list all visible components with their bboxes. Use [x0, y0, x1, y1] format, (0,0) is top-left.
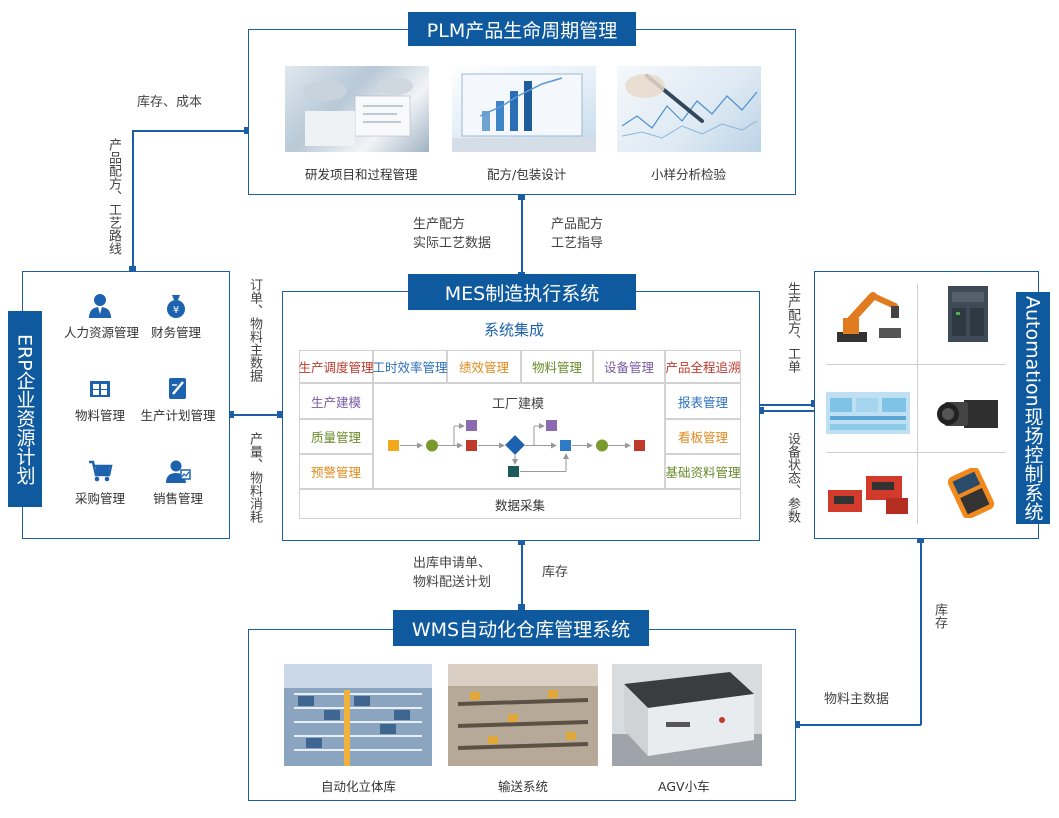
wms-item-label: AGV小车 — [658, 779, 710, 794]
wms-item-label: 输送系统 — [498, 779, 549, 794]
erp-item[interactable]: 销售管理 — [148, 458, 208, 507]
mes-module-material[interactable]: 物料管理 — [521, 350, 593, 383]
documents-hands-illustration — [303, 77, 413, 146]
erp-item-label: 销售管理 — [152, 491, 203, 506]
erp-title: ERP企业资源计划 — [8, 311, 42, 507]
barcode-scanner-image — [828, 476, 908, 514]
pen-graph-illustration — [621, 74, 758, 139]
flow-label-auto-wms-bottom: 物料主数据 — [824, 692, 890, 707]
wms-title: WMS自动化仓库管理系统 — [393, 610, 649, 646]
automated-warehouse-image — [284, 664, 432, 766]
mes-module-kanban[interactable]: 看板管理 — [665, 419, 741, 454]
erp-plm-connector-h — [132, 130, 248, 132]
plm-item-label: 研发项目和过程管理 — [305, 167, 418, 182]
connector-dot — [793, 721, 800, 728]
factory-modeling-title: 工厂建模 — [492, 397, 545, 412]
connector-dot — [129, 266, 136, 273]
robot-arm-image — [837, 292, 901, 342]
user-chart-icon — [166, 460, 191, 483]
erp-item[interactable]: 人力资源管理 — [64, 292, 140, 341]
flow-label-erp-plm-top: 库存、成本 — [137, 95, 203, 110]
erp-item[interactable]: ¥ 财务管理 — [146, 292, 206, 341]
flow-label-plm-mes-left: 生产配方 实际工艺数据 — [413, 217, 492, 251]
laptop-chart-illustration — [452, 73, 596, 152]
pencil-doc-icon — [169, 378, 186, 399]
flow-label-mes-wms-right: 库存 — [542, 565, 569, 580]
connector-dot — [227, 411, 234, 418]
automation-divider-h — [826, 452, 1006, 453]
mes-module-quality[interactable]: 质量管理 — [299, 419, 373, 454]
plm-title: PLM产品生命周期管理 — [408, 12, 636, 46]
flow-label-mes-wms-left: 出库申请单、 物料配送计划 — [413, 556, 492, 590]
flow-label-erp-mes-bottom: 产量、物料消耗 — [247, 432, 262, 523]
mes-module-traceability[interactable]: 产品全程追溯 — [665, 350, 741, 383]
plm-item-label: 配方/包装设计 — [487, 167, 567, 182]
connector-dot — [277, 411, 284, 418]
automation-divider-h — [826, 364, 1006, 365]
flow-label-plm-mes-right: 产品配方 工艺指导 — [551, 217, 604, 251]
plc-module-image — [948, 286, 988, 342]
connector-dot — [757, 407, 764, 414]
flow-label-mes-auto-bottom: 设备状态、参数 — [785, 432, 800, 523]
plm-image-design — [452, 66, 596, 152]
mes-module-equipment[interactable]: 设备管理 — [593, 350, 665, 383]
hmi-screen-image — [826, 392, 910, 434]
industrial-camera-image — [937, 400, 998, 428]
mes-auto-connector-1 — [760, 404, 815, 406]
erp-mes-connector — [230, 414, 282, 416]
flow-label-mes-auto-top: 生产配方、工单 — [785, 282, 800, 373]
auto-wms-connector-h — [797, 724, 921, 726]
handheld-terminal-image — [947, 468, 995, 518]
mes-integration-label: 系统集成 — [484, 321, 545, 339]
automation-title: Automation现场控制系统 — [1016, 292, 1050, 524]
conveyor-system-image — [448, 664, 598, 766]
flow-label-auto-wms-side: 库存 — [932, 603, 947, 629]
wms-item-label: 自动化立体库 — [321, 779, 397, 794]
svg-text:¥: ¥ — [173, 305, 179, 316]
mes-wms-connector — [521, 541, 523, 607]
mes-module-performance[interactable]: 绩效管理 — [447, 350, 521, 383]
mes-module-work-efficiency[interactable]: 工时效率管理 — [373, 350, 448, 383]
plm-image-analysis — [617, 66, 761, 152]
cart-icon — [89, 460, 113, 482]
factory-flow-diagram — [388, 420, 645, 477]
mes-module-scheduling[interactable]: 生产调度管理 — [299, 350, 374, 383]
mes-title: MES制造执行系统 — [408, 274, 636, 310]
plm-mes-connector — [521, 194, 523, 276]
erp-item-label: 人力资源管理 — [64, 325, 140, 340]
connector-dot — [518, 604, 525, 611]
auto-wms-connector-v — [920, 540, 922, 725]
erp-item-label: 生产计划管理 — [140, 408, 216, 423]
connector-dot — [917, 536, 924, 543]
mes-module-reports[interactable]: 报表管理 — [665, 383, 741, 419]
boxes-icon — [90, 381, 110, 397]
plm-image-research — [285, 66, 429, 152]
mes-module-alert[interactable]: 预警管理 — [299, 454, 373, 489]
erp-item[interactable]: 采购管理 — [70, 458, 130, 507]
connector-dot — [518, 193, 525, 200]
mes-auto-connector-2 — [760, 410, 815, 412]
connector-dot — [518, 538, 525, 545]
person-icon — [89, 294, 111, 318]
erp-item[interactable]: 物料管理 — [70, 375, 130, 424]
mes-module-basic-data[interactable]: 基础资料管理 — [665, 454, 741, 489]
erp-item-label: 采购管理 — [74, 491, 125, 506]
erp-item-label: 财务管理 — [150, 325, 201, 340]
connector-dot — [244, 127, 251, 134]
mes-data-collection[interactable]: 数据采集 — [299, 489, 741, 519]
automation-divider-v — [917, 284, 918, 524]
erp-item-label: 物料管理 — [74, 408, 125, 423]
flow-label-erp-mes-top: 订单、物料主数据 — [247, 278, 262, 382]
flow-label-erp-plm-side: 产品配方、工艺路线 — [106, 138, 121, 255]
agv-cart-image — [612, 664, 762, 766]
mes-module-modeling[interactable]: 生产建模 — [299, 383, 373, 419]
erp-item[interactable]: 生产计划管理 — [140, 375, 216, 424]
plm-item-label: 小样分析检验 — [651, 167, 727, 182]
money-bag-icon: ¥ — [167, 295, 185, 318]
erp-plm-connector-v — [132, 130, 134, 270]
